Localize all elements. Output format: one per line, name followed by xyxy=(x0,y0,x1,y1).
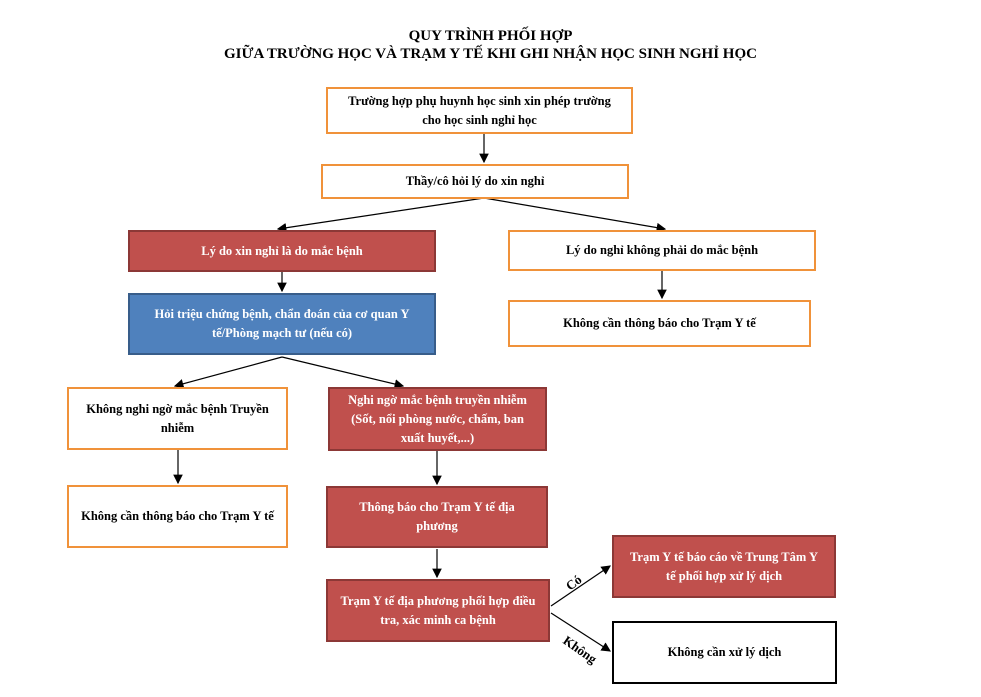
node-ask-symptoms: Hỏi triệu chứng bệnh, chẩn đoán của cơ q… xyxy=(128,293,436,355)
node-no-handling: Không cần xử lý dịch xyxy=(612,621,837,684)
arrow-ask-to-sick xyxy=(276,197,485,233)
page-title-line-1: QUY TRÌNH PHỐI HỢP xyxy=(408,28,573,44)
node-start: Trường hợp phụ huynh học sinh xin phép t… xyxy=(326,87,633,134)
node-no-notify-1: Không cần thông báo cho Trạm Y tế xyxy=(508,300,811,347)
node-notify-station: Thông báo cho Trạm Y tế địa phương xyxy=(326,486,548,548)
node-reason-sick: Lý do xin nghỉ là do mắc bệnh xyxy=(128,230,436,272)
node-not-suspect: Không nghi ngờ mắc bệnh Truyền nhiễm xyxy=(67,387,288,450)
arrow-investigate-to-no-handling xyxy=(550,612,612,652)
node-reason-not-sick: Lý do nghỉ không phải do mắc bệnh xyxy=(508,230,816,271)
node-ask-reason: Thầy/cô hỏi lý do xin nghỉ xyxy=(321,164,629,199)
node-suspect: Nghi ngờ mắc bệnh truyền nhiễm (Sốt, nổi… xyxy=(328,387,547,451)
arrow-symptoms-to-suspect xyxy=(281,356,405,389)
arrow-ask-to-not-sick xyxy=(483,197,667,233)
arrow-investigate-to-report xyxy=(550,565,611,607)
node-no-notify-2: Không cần thông báo cho Trạm Y tế xyxy=(67,485,288,548)
node-investigate: Trạm Y tế địa phương phối hợp điều tra, … xyxy=(326,579,550,642)
page-title-line-2: GIỮA TRƯỜNG HỌC VÀ TRẠM Y TẾ KHI GHI NHẬ… xyxy=(224,46,757,62)
arrow-symptoms-to-not-suspect xyxy=(173,356,283,389)
node-report-center: Trạm Y tế báo cáo về Trung Tâm Y tế phối… xyxy=(612,535,836,598)
